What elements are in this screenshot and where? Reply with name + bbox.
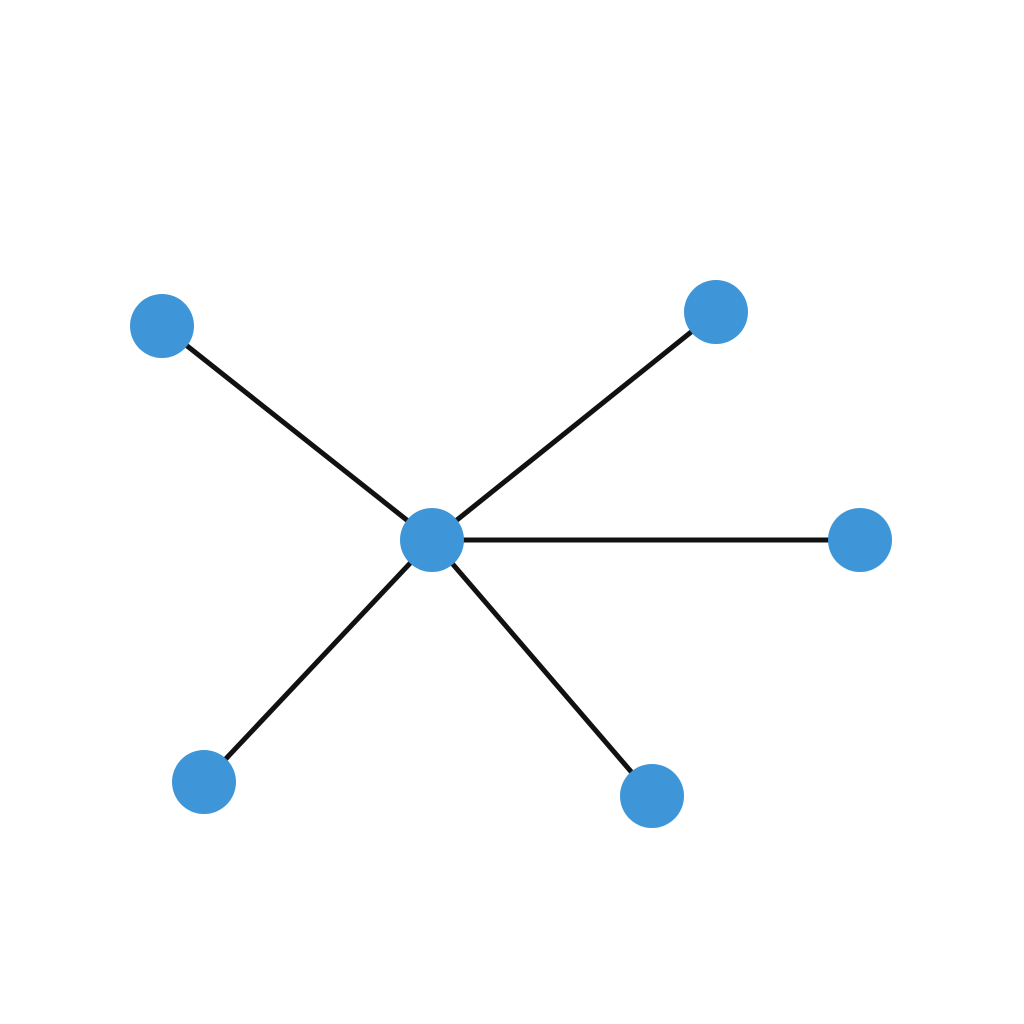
node-upper-left: [130, 294, 194, 358]
edge-group: [159, 309, 863, 799]
node-lower-left: [172, 750, 236, 814]
node-right: [828, 508, 892, 572]
edge-center-lower-left: [201, 537, 435, 785]
node-group: [130, 280, 892, 828]
node-center: [400, 508, 464, 572]
edge-center-lower-right: [429, 537, 655, 799]
node-lower-right: [620, 764, 684, 828]
edge-center-upper-left: [159, 323, 435, 543]
node-upper-right: [684, 280, 748, 344]
edge-center-upper-right: [429, 309, 719, 543]
